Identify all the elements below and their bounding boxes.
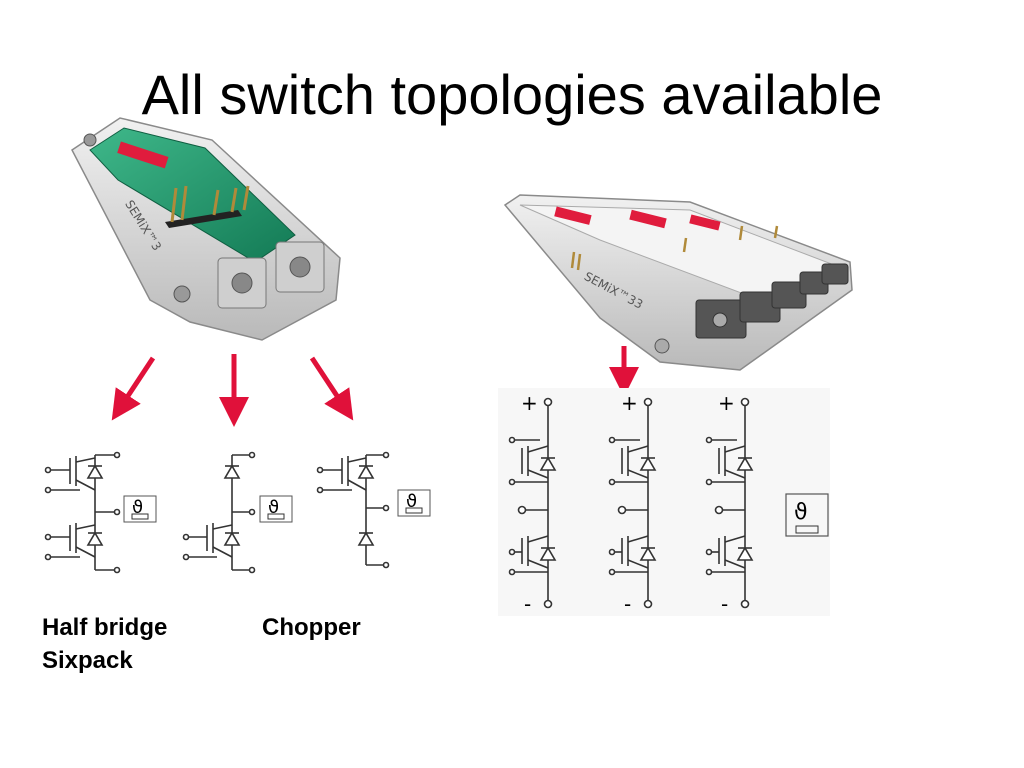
down-arrow-icon <box>309 356 354 421</box>
minus-terminal: - <box>624 592 632 616</box>
semikron-logo-right-3 <box>689 214 721 231</box>
semix3-module-photo: SEMiX™3 <box>71 117 341 341</box>
arrows <box>111 346 639 427</box>
semix33-module-photo: SEMiX™33 <box>503 194 853 371</box>
label-sixpack: Sixpack <box>42 647 133 674</box>
ntc-symbol: ϑ <box>268 497 280 518</box>
half-bridge-schematic <box>44 451 157 574</box>
label-half-bridge: Half bridge <box>42 614 168 641</box>
chopper-schematic-2 <box>316 451 431 569</box>
label-chopper: Chopper <box>262 614 361 641</box>
minus-terminal: - <box>524 592 532 616</box>
ntc-thermistor-icon <box>259 495 293 523</box>
sixpack-schematic <box>498 388 830 616</box>
ntc-symbol: ϑ <box>406 491 418 512</box>
minus-terminal: - <box>721 592 729 616</box>
chopper-schematic-1 <box>182 451 293 574</box>
slide-title: All switch topologies available <box>141 63 883 126</box>
plus-terminal: + <box>521 391 538 415</box>
ntc-thermistor-icon <box>397 489 431 517</box>
ntc-symbol: ϑ <box>132 497 144 518</box>
ntc-thermistor-icon <box>785 493 829 537</box>
ntc-symbol: ϑ <box>794 500 808 525</box>
semikron-logo-right-1 <box>554 206 592 225</box>
ntc-thermistor-icon <box>123 495 157 523</box>
plus-terminal: + <box>621 391 638 415</box>
semikron-logo-right-2 <box>629 209 667 229</box>
plus-terminal: + <box>718 391 735 415</box>
semikron-logo-left <box>117 141 169 169</box>
down-arrow-icon <box>111 356 156 421</box>
